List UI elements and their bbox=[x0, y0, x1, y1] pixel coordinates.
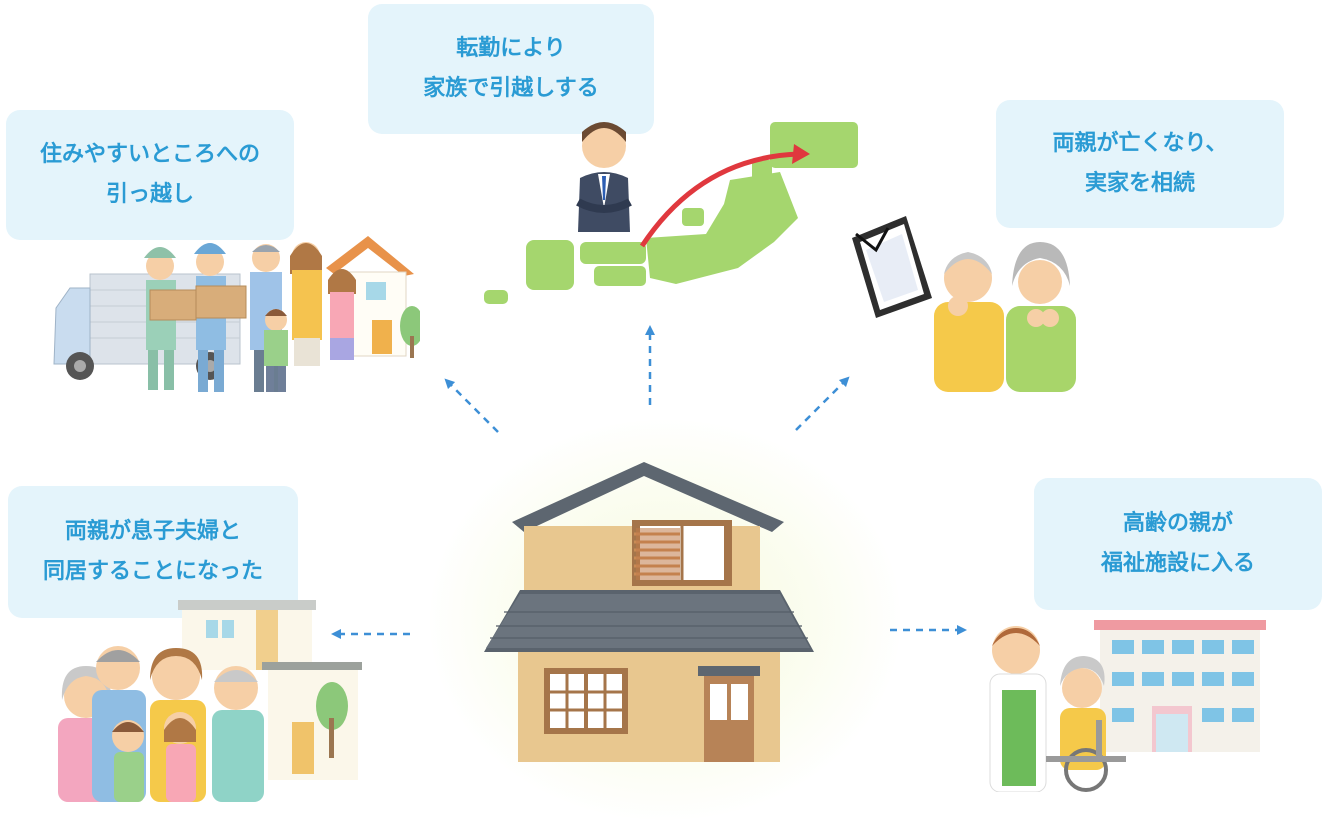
japan-map-icon bbox=[480, 118, 870, 308]
bubble-inherit-parents-home: 両親が亡くなり、 実家を相続 bbox=[996, 100, 1284, 228]
house-icon bbox=[484, 462, 814, 762]
moving-scene bbox=[50, 226, 420, 412]
wheelchair-icon bbox=[1046, 720, 1126, 792]
bubble-line: 転勤により bbox=[456, 36, 566, 61]
bubble-line: 両親が息子夫婦と bbox=[64, 519, 241, 544]
bubble-line: 同居することになった bbox=[42, 559, 263, 584]
businessman-icon bbox=[566, 112, 642, 232]
elderly-couple bbox=[918, 226, 1088, 392]
memorial-portrait-icon bbox=[846, 214, 936, 324]
bubble-line: 両親が亡くなり、 bbox=[1052, 131, 1228, 156]
bubble-line: 高齢の親が bbox=[1122, 511, 1233, 536]
bubble-line: 住みやすいところへの bbox=[39, 142, 260, 167]
arrow-up-left bbox=[444, 378, 499, 433]
bubble-live-with-son: 両親が息子夫婦と 同居することになった bbox=[8, 486, 298, 618]
bubble-elderly-care-facility: 高齢の親が 福祉施設に入る bbox=[1034, 478, 1322, 610]
bubble-line: 実家を相続 bbox=[1084, 171, 1195, 196]
bubble-line: 福祉施設に入る bbox=[1100, 551, 1255, 576]
bubble-move-better-place: 住みやすいところへの 引っ越し bbox=[6, 110, 294, 240]
bubble-line: 家族で引越しする bbox=[423, 76, 599, 101]
bubble-line: 引っ越し bbox=[105, 182, 194, 207]
family-house-scene bbox=[30, 596, 370, 802]
bubble-job-transfer: 転勤により 家族で引越しする bbox=[368, 4, 654, 134]
caregiver-scene bbox=[966, 616, 1156, 792]
arrow-up-right bbox=[795, 376, 850, 431]
care-facility-icon bbox=[1090, 616, 1270, 752]
